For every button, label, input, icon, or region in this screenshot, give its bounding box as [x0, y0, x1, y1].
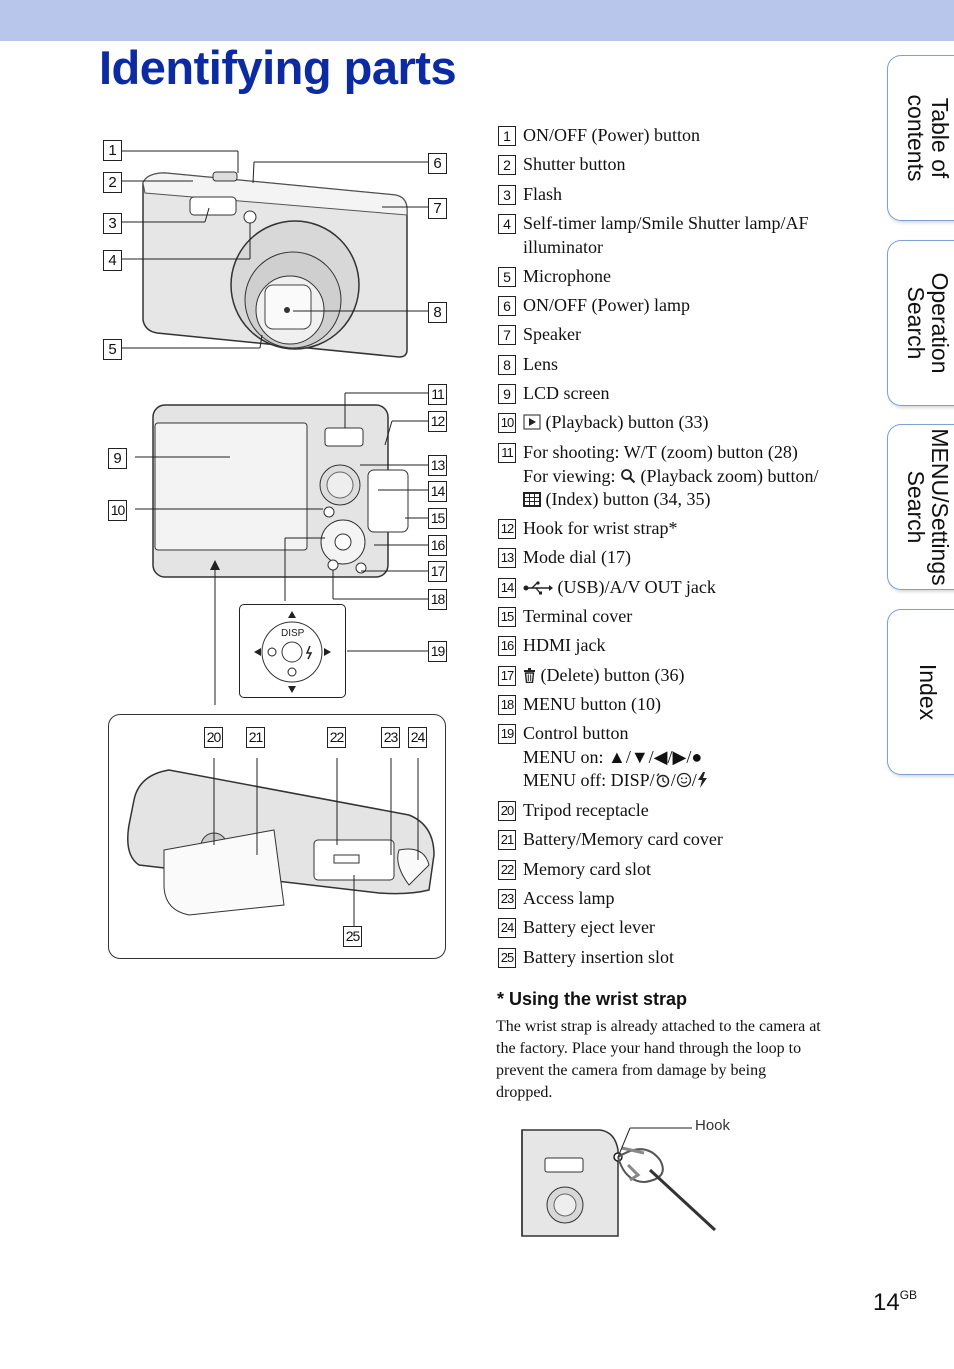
callout-25: 25 — [343, 926, 362, 947]
callout-11: 11 — [428, 384, 447, 405]
trash-icon — [524, 668, 535, 683]
self-timer-icon — [656, 773, 669, 788]
callout-3: 3 — [103, 213, 122, 234]
callout-6: 6 — [428, 153, 447, 174]
callout-10: 10 — [108, 500, 127, 521]
callout-19: 19 — [428, 641, 447, 662]
callout-4: 4 — [103, 250, 122, 271]
callout-5: 5 — [103, 339, 122, 360]
tab-label: Operation Search — [903, 272, 953, 374]
index-icon — [523, 492, 541, 507]
header-band — [0, 0, 954, 41]
hook-label: Hook — [695, 1117, 731, 1134]
callout-9: 9 — [108, 448, 127, 469]
tab-menu-settings-search[interactable]: MENU/Settings Search — [887, 424, 954, 590]
wrist-strap-illustration — [521, 1127, 717, 1237]
playback-icon — [523, 414, 541, 430]
callout-17: 17 — [428, 561, 447, 582]
zoom-icon — [621, 468, 636, 483]
callout-24: 24 — [408, 727, 427, 748]
camera-front-illustration — [118, 150, 428, 358]
disp-label: DISP — [281, 628, 305, 639]
page-number: 14GB — [873, 1288, 918, 1316]
callout-7: 7 — [428, 198, 447, 219]
callout-1: 1 — [103, 140, 122, 161]
callout-15: 15 — [428, 508, 447, 529]
tab-index[interactable]: Index — [887, 609, 954, 775]
camera-back-illustration — [135, 392, 428, 705]
callout-2: 2 — [103, 172, 122, 193]
tab-label: Table of contents — [903, 94, 953, 182]
flash-icon — [697, 772, 707, 788]
callout-20: 20 — [204, 727, 223, 748]
smile-icon — [676, 772, 691, 788]
callout-13: 13 — [428, 455, 447, 476]
tab-operation-search[interactable]: Operation Search — [887, 240, 954, 406]
page-title: Identifying parts — [99, 41, 457, 94]
callout-12: 12 — [428, 411, 447, 432]
tab-table-of-contents[interactable]: Table of contents — [887, 55, 954, 221]
callout-21: 21 — [246, 727, 265, 748]
control-button-detail: DISP — [239, 604, 346, 698]
callout-16: 16 — [428, 535, 447, 556]
callout-8: 8 — [428, 302, 447, 323]
wrist-strap-text: The wrist strap is already attached to t… — [496, 1018, 821, 1101]
callout-22: 22 — [327, 727, 346, 748]
tab-label: Index — [915, 663, 941, 721]
tab-label: MENU/Settings Search — [903, 428, 953, 586]
wrist-strap-heading: * Using the wrist strap — [497, 989, 688, 1009]
callout-14: 14 — [428, 481, 447, 502]
callout-18: 18 — [428, 589, 447, 610]
callout-23: 23 — [381, 727, 400, 748]
usb-icon — [523, 581, 553, 595]
camera-bottom-panel — [108, 714, 446, 959]
